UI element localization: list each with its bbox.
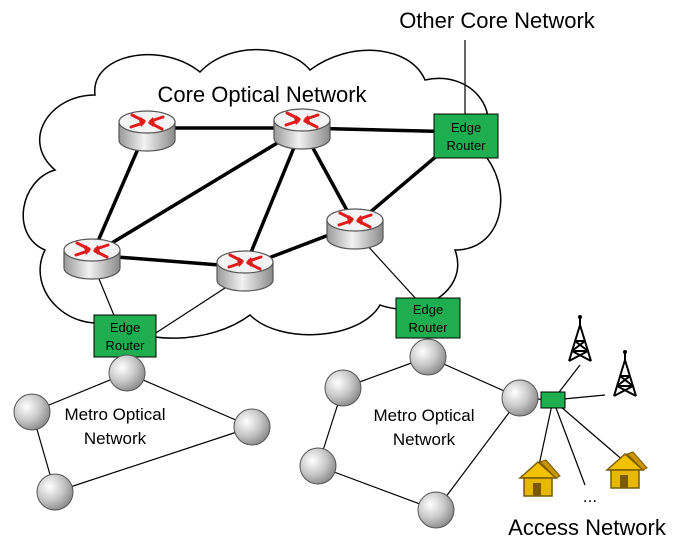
other-core-network-label: Other Core Network (399, 8, 596, 33)
edge-router-label: Edge (110, 320, 140, 335)
cell-tower-icon (613, 349, 637, 397)
metro-right-label-2: Network (393, 430, 456, 449)
edge-router-label: Edge (413, 302, 443, 317)
metro-node (324, 369, 362, 407)
metro-node (409, 338, 447, 376)
router-icon (272, 107, 332, 151)
metro-node (417, 491, 455, 529)
edge-router-right: Edge Router (395, 297, 461, 339)
ellipsis-label: ... (583, 487, 597, 506)
metro-node (108, 354, 146, 392)
access-switch (540, 391, 566, 409)
house-icon (519, 459, 561, 497)
router-icon (325, 207, 385, 251)
edge-router-label: Edge (451, 120, 481, 135)
edge-router-label: Router (105, 338, 145, 353)
metro-node (36, 473, 74, 511)
metro-node (501, 379, 539, 417)
router-icon (62, 237, 122, 281)
core-network-label: Core Optical Network (157, 82, 367, 107)
edge-router-left: Edge Router (93, 314, 157, 358)
edge-router-label: Router (408, 320, 448, 335)
router-icon (117, 109, 177, 153)
metro-nodes (13, 338, 539, 529)
router-icon (215, 249, 275, 293)
metro-node (233, 408, 271, 446)
edge-router-label: Router (446, 138, 486, 153)
metro-left-label-1: Metro Optical (64, 405, 165, 424)
metro-right-label-1: Metro Optical (373, 406, 474, 425)
metro-node (13, 393, 51, 431)
metro-node (299, 447, 337, 485)
metro-left-label-2: Network (84, 429, 147, 448)
house-icon (606, 451, 648, 489)
access-network-label: Access Network (508, 515, 667, 540)
cell-tower-icon (568, 314, 592, 362)
edge-router-top: Edge Router (433, 113, 499, 159)
